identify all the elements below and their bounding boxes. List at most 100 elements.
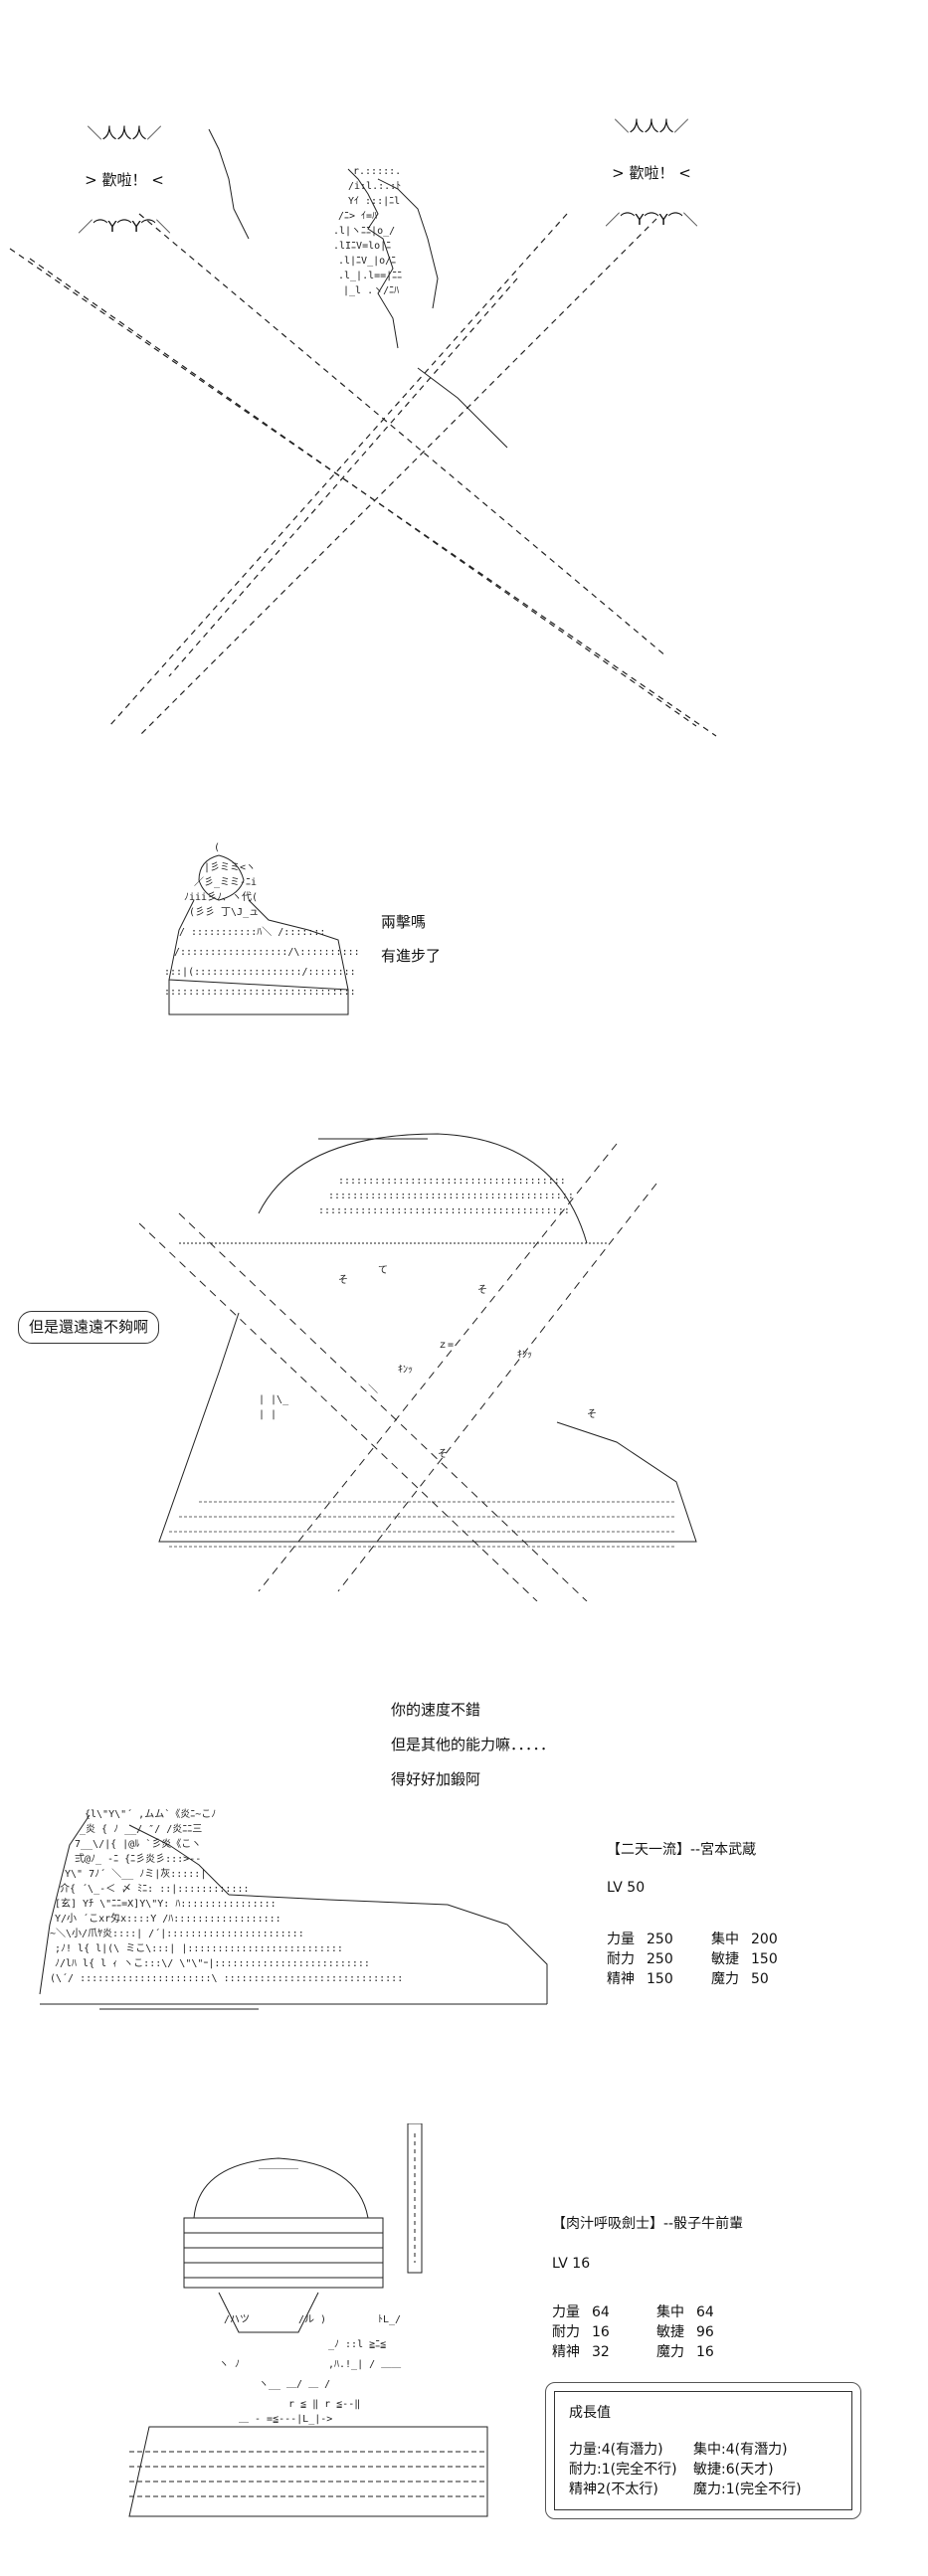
svg-text:::::::::::::::::::::::::::::::: ::::::::::::::::::::::::::::::::::::::::… (328, 1191, 574, 1201)
svg-text:＿ - =≦---|L_|->: ＿ - =≦---|L_|-> (239, 2414, 332, 2425)
growth-value: 敏捷:6(天才) (693, 2462, 774, 2478)
svg-text:{l\"Y\"´ ,ムム`《炎ﾆ~こﾉ: {l\"Y\"´ ,ムム`《炎ﾆ~こﾉ (85, 1808, 216, 1820)
svg-text:(彡彡 丁\J_ュ: (彡彡 丁\J_ュ (189, 907, 259, 918)
svg-text:_炎 { ﾉ __/ ″/ /炎ﾆﾆ三: _炎 { ﾉ __/ ″/ /炎ﾆﾆ三 (80, 1823, 202, 1835)
stat-value: 16 (592, 2324, 610, 2340)
stat-value: 200 (751, 1932, 778, 1947)
swordsman-art: ＿＿＿＿ /ハツ /ル ) ﾄL_/ _ﾉ ::l ≧ﾆ≦ ヽ ﾉ ,ﾊ.!_|… (119, 2123, 537, 2541)
svg-text:/::::::::::::::::::/\:::::::::: /::::::::::::::::::/\:::::::::: (174, 947, 358, 958)
svg-text:ヽ ﾉ: ヽ ﾉ (219, 2359, 240, 2370)
dash-art: :::::::::::::::::::::::::::::::::::::: :… (139, 1124, 706, 1601)
panel4-line2: 但是其他的能力嘛．．．．． (391, 1736, 556, 1753)
panel2-line2: 有進步了 (381, 947, 442, 965)
growth-title: 成長值 (569, 2405, 611, 2421)
stat-value: 96 (696, 2324, 714, 2340)
burst-right-top: ＼人人人／ (614, 116, 689, 135)
stat-label: 力量 (607, 1932, 635, 1947)
stat-label: 精神 (552, 2344, 580, 2360)
svg-text:::::::::::::::::::::::::::::::: ::::::::::::::::::::::::::::::::::| (164, 987, 358, 998)
svg-text:7__\/|{ |@ﾙ `彡炎《こヽ: 7__\/|{ |@ﾙ `彡炎《こヽ (75, 1838, 201, 1850)
stat-value: 250 (647, 1951, 673, 1967)
svg-text:そ: そ (438, 1448, 448, 1460)
stat-row: 精神 32 魔力 16 (552, 2342, 761, 2362)
svg-text:ｷﾝｯ: ｷﾝｯ (517, 1350, 532, 1361)
stat-row: 耐力 16 敏捷 96 (552, 2322, 761, 2342)
svg-text:/ハツ: /ハツ (224, 2314, 250, 2325)
growth-row: 力量:4(有潛力) 集中:4(有潛力) (569, 2440, 837, 2460)
burst-left-bottom: ／⌒Y⌒Y⌒＼ (78, 218, 171, 236)
svg-text:/i:l.:.:ﾄ: /i:l.:.:ﾄ (348, 181, 401, 192)
stat-row: 耐力 250 敏捷 150 (607, 1949, 816, 1969)
swordsman-stats: 力量 64 集中 64 耐力 16 敏捷 96 精神 32 魔力 16 (552, 2302, 761, 2362)
stat-label: 集中 (656, 2304, 684, 2320)
stat-value: 250 (647, 1932, 673, 1947)
svg-text:ｚ=: ｚ= (438, 1340, 454, 1351)
stat-row: 精神 150 魔力 50 (607, 1969, 816, 1989)
svg-text:::::::::::::::::::::::::::::::: :::::::::::::::::::::::::::::::::::::: (338, 1176, 566, 1187)
stat-label: 魔力 (656, 2344, 684, 2360)
svg-text:| |: | | (259, 1409, 277, 1420)
svg-text::::|(::::::::::::::::::/::::::: :::|(::::::::::::::::::/:::::::::: (164, 967, 358, 978)
svg-text:弍@ﾉ_ -ﾆ {ﾆ彡炎彡:::>-‐: 弍@ﾉ_ -ﾆ {ﾆ彡炎彡:::>-‐ (75, 1852, 201, 1865)
stat-label: 敏捷 (656, 2324, 684, 2340)
stat-value: 16 (696, 2344, 714, 2360)
growth-value: 精神2(不太行) (569, 2482, 658, 2497)
svg-text:,ﾊ.!_| / ＿＿: ,ﾊ.!_| / ＿＿ (328, 2359, 401, 2370)
figure-small: ( |彡ミミ<ヽ ／彡_ミミ-ﾆi ﾉiii彡ﾉ、ヽ代( (彡彡 丁\J_ュ /… (159, 840, 358, 1019)
growth-value: 集中:4(有潛力) (693, 2442, 788, 2458)
svg-text:ﾉiii彡ﾉ、ヽ代(: ﾉiii彡ﾉ、ヽ代( (184, 891, 258, 903)
stat-label: 耐力 (607, 1951, 635, 1967)
burst-right: ＼人人人／ > 歡啦！ < ／⌒Y⌒Y⌒＼ (597, 88, 706, 245)
swordsman-lv: LV 16 (552, 2256, 591, 2272)
svg-text:r.:::::.: r.:::::. (353, 166, 401, 177)
svg-text:|_l .ヽ/ﾆﾊ: |_l .ヽ/ﾆﾊ (343, 285, 399, 296)
growth-value: 力量:4(有潛力) (569, 2442, 663, 2458)
svg-text:.l|ヽﾆﾆ|o_/: .l|ヽﾆﾆ|o_/ (333, 226, 395, 237)
svg-text:;ﾉ! l{ l|(\ ミこ\:::| |:::::::: ;ﾉ! l{ l|(\ ミこ\:::| |:::::::::::::::::::… (55, 1943, 343, 1954)
svg-text:::::::::::::::::::::::::::::::: ::::::::::::::::::::::::::::::::::::::::… (318, 1205, 570, 1216)
svg-text:~＼\小/爪ﾔ炎::::| /´|:::::::::::::: ~＼\小/爪ﾔ炎::::| /´|::::::::::::::::::::::: (50, 1928, 304, 1939)
stat-row: 力量 64 集中 64 (552, 2302, 761, 2322)
stat-label: 力量 (552, 2304, 580, 2320)
svg-text:そ: そ (587, 1408, 597, 1420)
stat-label: 魔力 (711, 1971, 739, 1987)
growth-value: 耐力:1(完全不行) (569, 2462, 677, 2478)
musashi-lv: LV 50 (607, 1880, 646, 1896)
stat-value: 64 (592, 2304, 610, 2320)
svg-text:(: ( (214, 842, 220, 853)
svg-text:.l|ﾆV_|o/ﾆ: .l|ﾆV_|o/ﾆ (338, 256, 396, 267)
growth-box: 成長值 力量:4(有潛力) 集中:4(有潛力) 耐力:1(完全不行) 敏捷:6(… (545, 2382, 861, 2519)
musashi-name: 【二天一流】--宮本武蔵 (607, 1842, 757, 1858)
burst-left-text: > 歡啦！ < (85, 170, 164, 189)
svg-text:_ﾉ ::l ≧ﾆ≦: _ﾉ ::l ≧ﾆ≦ (328, 2339, 386, 2350)
burst-right-text: > 歡啦！ < (612, 163, 691, 182)
panel2-line1: 兩擊嗎 (381, 913, 427, 931)
svg-text:/ル ): /ル ) (298, 2314, 326, 2325)
svg-text:r ≦ ‖ r ≦--‖: r ≦ ‖ r ≦--‖ (288, 2399, 360, 2410)
svg-text:ヽ__ ＿/ ＿ /: ヽ__ ＿/ ＿ / (259, 2379, 330, 2390)
svg-text:て: て (378, 1265, 388, 1276)
burst-left: ＼人人人／ > 歡啦！ < ／⌒Y⌒Y⌒＼ (70, 94, 179, 252)
slash-art: r.:::::. /i:l.:.:ﾄ Yｲ :::|ﾆl /ﾆ> ｲ=ﾊ .l|… (0, 119, 928, 756)
svg-text:.l_|.l==|ﾆﾆ: .l_|.l==|ﾆﾆ (338, 271, 402, 281)
svg-text:.lIﾆV=lo|ﾆ: .lIﾆV=lo|ﾆ (333, 241, 391, 252)
growth-panel: 成長值 力量:4(有潛力) 集中:4(有潛力) 耐力:1(完全不行) 敏捷:6(… (554, 2391, 852, 2510)
musashi-stats: 力量 250 集中 200 耐力 250 敏捷 150 精神 150 魔力 50 (607, 1930, 816, 1989)
svg-text:そ: そ (477, 1284, 487, 1296)
svg-text:ﾉ/lﾊ l{ l ｨ ヽこ:::\/ \"\"ｰ|::::: ﾉ/lﾊ l{ l ｨ ヽこ:::\/ \"\"ｰ|::::::::::::::… (55, 1958, 370, 1969)
bubble-text: 但是還遠遠不夠啊 (29, 1318, 149, 1336)
stat-value: 50 (751, 1971, 769, 1987)
panel4-line3: 得好好加鍛阿 (391, 1770, 481, 1788)
growth-stats: 力量:4(有潛力) 集中:4(有潛力) 耐力:1(完全不行) 敏捷:6(天才) … (569, 2440, 837, 2499)
stat-label: 耐力 (552, 2324, 580, 2340)
svg-text:ﾄL_/: ﾄL_/ (378, 2314, 401, 2325)
panel4-line1: 你的速度不錯 (391, 1701, 481, 1719)
svg-text:ｷﾝｯ: ｷﾝｯ (398, 1365, 413, 1376)
stat-label: 敏捷 (711, 1951, 739, 1967)
svg-text:/ﾆ> ｲ=ﾊ: /ﾆ> ｲ=ﾊ (338, 211, 377, 222)
stat-label: 精神 (607, 1971, 635, 1987)
svg-text:[玄] Yﾁ \"ﾆﾆ=X]Y\"Y: ﾊ::::::::: [玄] Yﾁ \"ﾆﾆ=X]Y\"Y: ﾊ:::::::::::::::: (55, 1897, 277, 1910)
stat-value: 150 (751, 1951, 778, 1967)
stat-value: 64 (696, 2304, 714, 2320)
svg-text:(\´/ ::::::::::::::::::::::\: (\´/ ::::::::::::::::::::::\ :::::::::::… (50, 1972, 403, 1984)
